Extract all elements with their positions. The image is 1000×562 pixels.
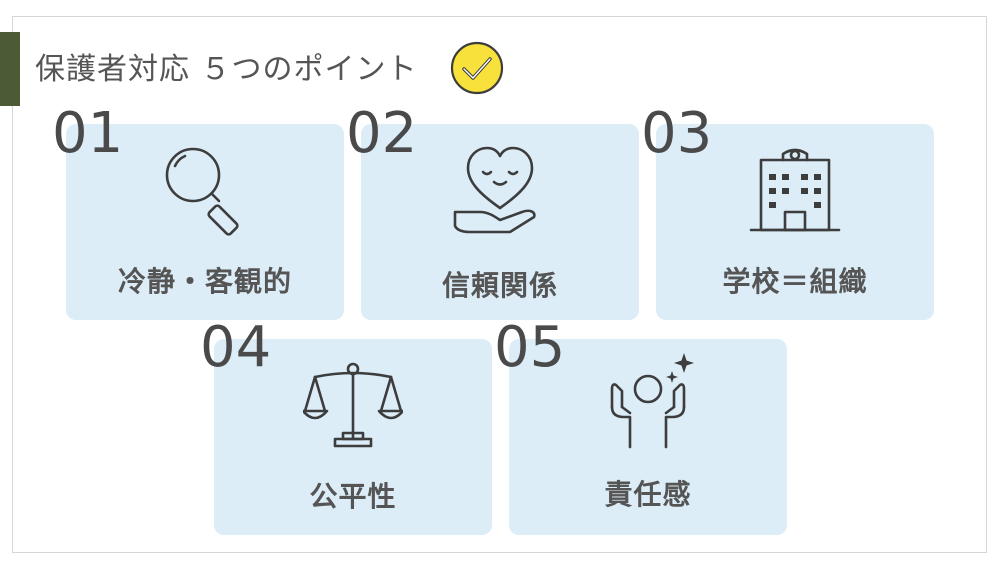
card-number: 01 <box>52 101 124 166</box>
balance-scale-icon <box>303 362 403 448</box>
card-number: 03 <box>641 101 713 166</box>
point-card-3: 学校＝組織 <box>656 124 934 320</box>
accent-bar <box>0 32 20 106</box>
card-number: 04 <box>200 315 272 380</box>
point-card-1: 冷静・客観的 <box>66 124 344 320</box>
school-building-icon <box>749 148 841 232</box>
page-title: 保護者対応 ５つのポイント <box>35 52 418 87</box>
card-label: 冷静・客観的 <box>117 265 292 298</box>
point-card-4: 公平性 <box>214 339 492 535</box>
point-card-2: 信頼関係 <box>361 124 639 320</box>
heart-hand-icon <box>453 146 536 234</box>
card-label: 学校＝組織 <box>722 265 868 298</box>
card-label: 公平性 <box>309 480 397 513</box>
card-number: 05 <box>494 315 566 380</box>
magnifier-icon <box>165 147 239 236</box>
card-label: 責任感 <box>604 478 692 511</box>
strong-person-icon <box>610 353 694 449</box>
card-label: 信頼関係 <box>441 269 558 302</box>
check-badge-icon <box>450 41 504 95</box>
card-number: 02 <box>346 101 418 166</box>
point-card-5: 責任感 <box>509 339 787 535</box>
